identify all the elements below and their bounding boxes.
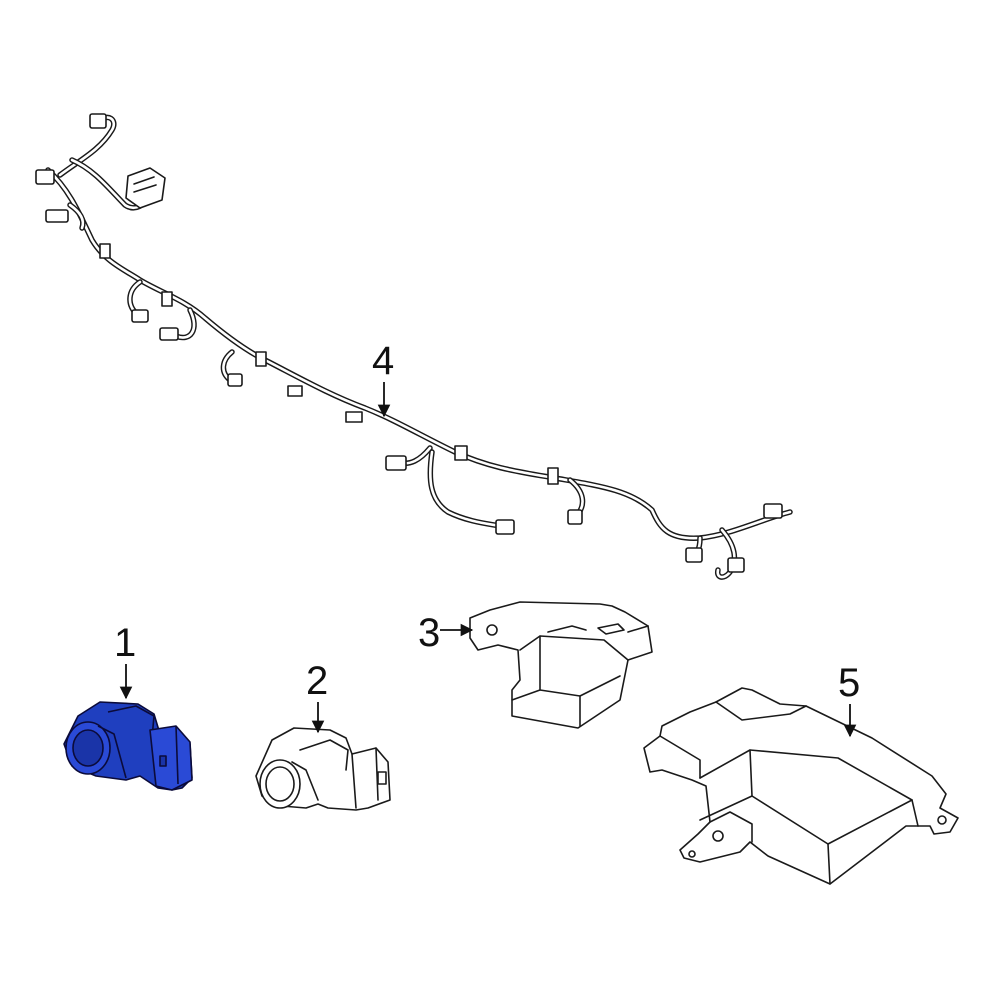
parking-sensor-icon[interactable] <box>63 701 193 791</box>
harness-clip <box>345 411 363 423</box>
svg-text:2: 2 <box>306 659 328 703</box>
harness-connector <box>495 519 515 535</box>
callout-2: 2 <box>306 659 328 734</box>
harness-connector <box>385 455 407 471</box>
harness-connector <box>227 373 243 387</box>
parking-sensor-icon[interactable] <box>255 727 391 811</box>
harness-clip <box>547 467 559 485</box>
harness-connector <box>159 327 179 341</box>
harness-clip <box>99 243 111 259</box>
harness-connector <box>763 503 783 519</box>
harness-clip <box>287 385 303 397</box>
sensor-connector-tab <box>377 771 387 785</box>
callout-4: 4 <box>372 339 394 418</box>
harness-connector <box>727 557 745 573</box>
callout-3: 3 <box>418 611 474 655</box>
svg-text:3: 3 <box>418 611 440 655</box>
harness-connector <box>685 547 703 563</box>
svg-text:5: 5 <box>838 661 860 705</box>
callout-5: 5 <box>838 661 860 738</box>
harness-connector <box>89 113 107 129</box>
harness-connector <box>45 209 69 223</box>
callout-1: 1 <box>114 621 136 700</box>
svg-text:1: 1 <box>114 621 136 665</box>
bracket-module-icon[interactable] <box>469 601 653 729</box>
control-module-icon[interactable] <box>643 687 959 885</box>
harness-connector <box>131 309 149 323</box>
harness-clip <box>454 445 468 461</box>
harness-connector <box>35 169 55 185</box>
harness-clip <box>255 351 267 367</box>
svg-text:4: 4 <box>372 339 394 383</box>
wiring-harness-icon[interactable] <box>35 113 793 580</box>
harness-clip <box>161 291 173 307</box>
harness-connector <box>567 509 583 525</box>
